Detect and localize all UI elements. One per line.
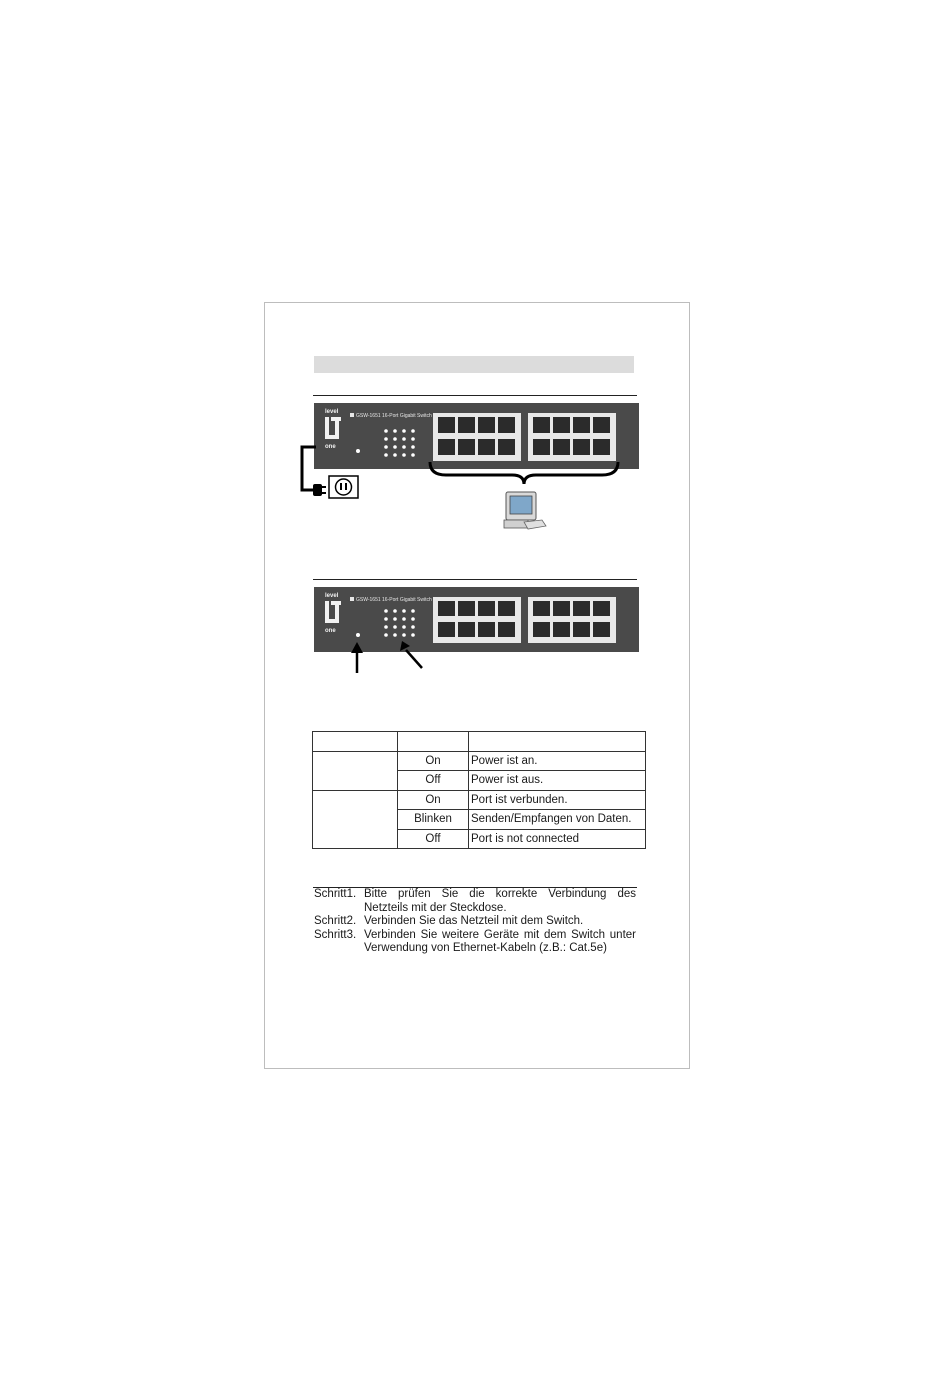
section-rule-installation bbox=[313, 395, 637, 396]
table-row: Off Power ist aus. bbox=[313, 770, 646, 791]
model-label: GSW-1651 16-Port Gigabit Switch bbox=[356, 597, 432, 603]
step-text: Bitte prüfen Sie die korrekte Verbindung… bbox=[364, 888, 636, 914]
status-cell: Blinken bbox=[397, 809, 469, 830]
power-led bbox=[356, 633, 360, 637]
svg-text:level: level bbox=[325, 409, 339, 415]
description-cell: Senden/Empfangen von Daten. bbox=[468, 809, 646, 830]
led-name-cell bbox=[312, 750, 398, 791]
svg-text:level: level bbox=[325, 593, 339, 599]
table-header-row bbox=[312, 731, 646, 752]
power-outlet-icon bbox=[328, 475, 359, 499]
ethernet-ports bbox=[438, 601, 610, 637]
logo: level one bbox=[325, 593, 341, 634]
port-leds bbox=[384, 609, 415, 637]
table-row: Off Port is not connected bbox=[313, 828, 646, 849]
section-rule-leds bbox=[313, 579, 637, 580]
step-text: Verbinden Sie weitere Geräte mit dem Swi… bbox=[364, 928, 636, 955]
table-row: Blinken Senden/Empfangen von Daten. bbox=[313, 809, 646, 830]
model-label: GSW-1651 16-Port Gigabit Switch bbox=[356, 413, 432, 419]
status-cell: On bbox=[397, 750, 469, 771]
ethernet-ports bbox=[438, 417, 610, 455]
step-text: Verbinden Sie das Netzteil mit dem Switc… bbox=[364, 915, 584, 927]
section-header-bar bbox=[314, 356, 634, 373]
status-cell: Off bbox=[397, 770, 469, 791]
logo: level one bbox=[325, 409, 341, 450]
step-item: Schritt1. Bitte prüfen Sie die korrekte … bbox=[314, 888, 636, 915]
svg-text:one: one bbox=[325, 444, 336, 450]
network-connection bbox=[428, 461, 620, 530]
status-cell: On bbox=[397, 789, 469, 810]
power-connection bbox=[300, 445, 359, 499]
description-cell: Port ist verbunden. bbox=[468, 789, 646, 810]
installation-steps: Schritt1. Bitte prüfen Sie die korrekte … bbox=[314, 888, 636, 956]
status-cell: Off bbox=[397, 828, 469, 849]
port-bracket bbox=[428, 461, 620, 485]
svg-text:one: one bbox=[325, 628, 336, 634]
header-cell bbox=[397, 731, 469, 752]
header-cell bbox=[312, 731, 398, 752]
switch-front-panel-diagram: level one GSW-1651 16-Port Gigabit Switc… bbox=[314, 403, 639, 469]
step-label: Schritt1. bbox=[314, 888, 357, 900]
port-leds bbox=[384, 429, 415, 457]
section-rule-steps bbox=[313, 887, 637, 888]
description-cell: Power ist an. bbox=[468, 750, 646, 771]
step-item: Schritt3. Verbinden Sie weitere Geräte m… bbox=[314, 929, 636, 956]
switch-led-diagram: level one GSW-1651 16-Port Gigabit Switc… bbox=[314, 587, 639, 652]
step-label: Schritt2. bbox=[314, 915, 357, 927]
power-led bbox=[356, 449, 360, 453]
power-plug-icon bbox=[313, 484, 326, 496]
power-cable bbox=[300, 445, 316, 492]
table-row: On Port ist verbunden. bbox=[312, 789, 646, 849]
led-status-table: On Power ist an. Off Power ist aus. On P… bbox=[312, 731, 646, 849]
arrow-icon bbox=[400, 641, 423, 669]
step-item: Schritt2. Verbinden Sie das Netzteil mit… bbox=[314, 915, 636, 929]
led-pointer-arrows bbox=[351, 641, 423, 673]
description-cell: Power ist aus. bbox=[468, 770, 646, 791]
description-cell: Port is not connected bbox=[468, 828, 646, 849]
header-cell bbox=[468, 731, 646, 752]
table-row: On Power ist an. bbox=[312, 750, 646, 791]
step-label: Schritt3. bbox=[314, 928, 357, 941]
computer-icon bbox=[503, 491, 547, 530]
arrow-icon bbox=[351, 642, 363, 673]
led-name-cell bbox=[312, 789, 398, 849]
